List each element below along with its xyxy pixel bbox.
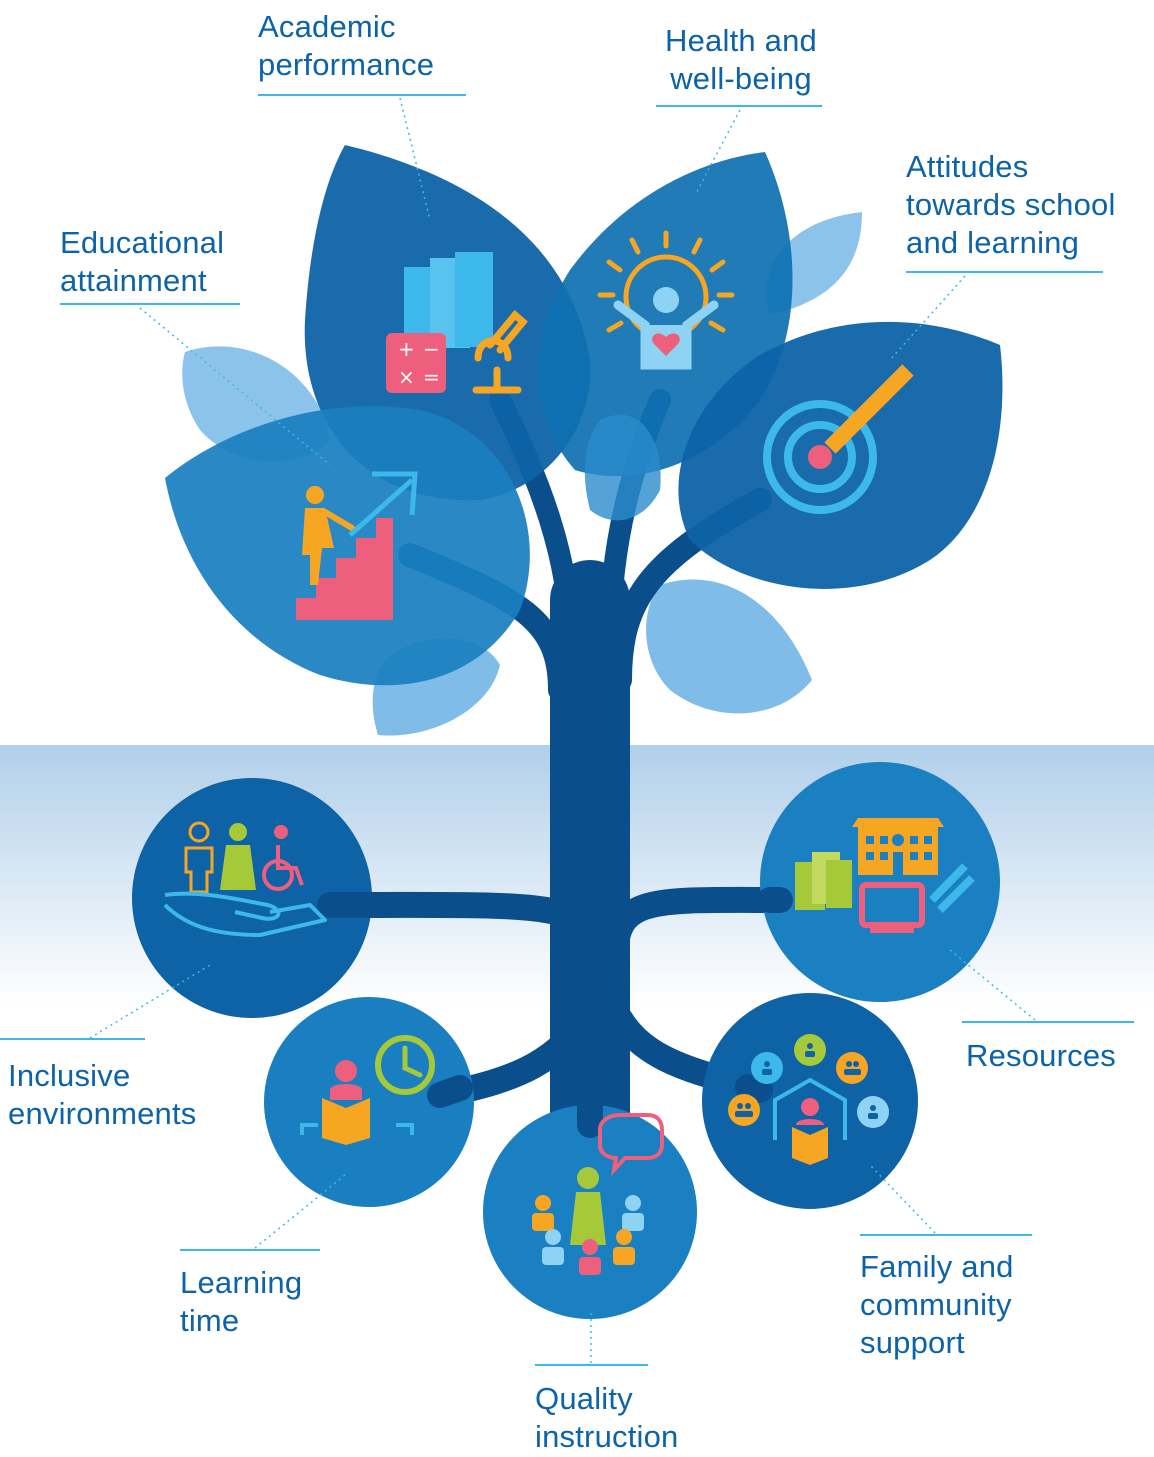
reader-clock-icon <box>300 1035 435 1145</box>
books-calculator-microscope-icon: + − × = <box>386 252 528 394</box>
teacher-students-icon <box>532 1113 664 1275</box>
label-family-community-support: Family and community support <box>860 1249 1014 1360</box>
leader-lines <box>0 94 1134 1366</box>
svg-text:+: + <box>398 337 415 361</box>
decor-leaf-right-low <box>646 579 812 714</box>
target-pencil-icon <box>763 364 914 514</box>
label-quality-instruction: Quality instruction <box>535 1381 679 1454</box>
label-inclusive-environments: Inclusive environments <box>8 1058 197 1131</box>
svg-text:−: − <box>423 337 440 361</box>
person-climbing-stairs-icon <box>296 471 418 620</box>
label-academic-performance: Academic performance <box>258 9 435 82</box>
hand-holding-people-icon <box>163 821 327 937</box>
leaf-attitudes <box>678 321 1003 589</box>
community-reader-icon <box>728 1034 889 1165</box>
label-resources: Resources <box>966 1038 1116 1073</box>
label-learning-time: Learning time <box>180 1265 303 1338</box>
leaf-educational <box>165 406 530 686</box>
decor-leaf-center <box>584 414 661 521</box>
label-educational-attainment: Educational attainment <box>60 225 225 298</box>
label-attitudes: Attitudes towards school and learning <box>906 149 1116 260</box>
school-books-computer-icon <box>795 818 975 933</box>
svg-text:×: × <box>398 365 415 389</box>
svg-text:=: = <box>423 365 440 389</box>
label-health-wellbeing: Health and well-being <box>665 23 817 96</box>
